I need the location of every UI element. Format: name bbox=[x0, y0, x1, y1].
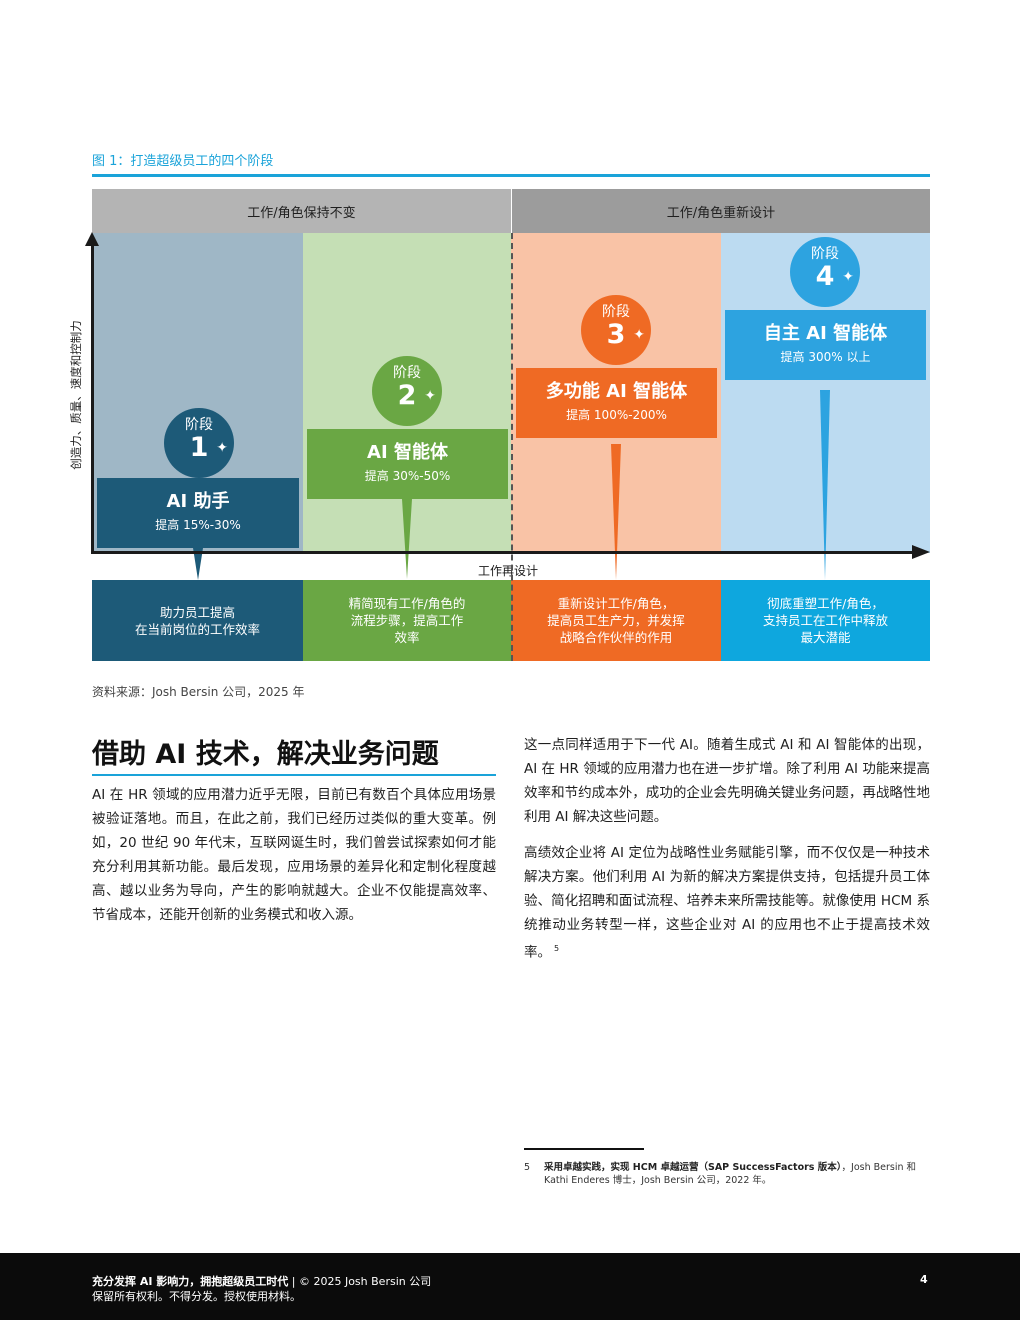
footnote-reference[interactable]: 5 bbox=[554, 944, 560, 953]
figure-title: 图 1：打造超级员工的四个阶段 bbox=[92, 154, 274, 169]
stage4-description-text: 彻底重塑工作/角色， 支持员工在工作中释放 最大潜能 bbox=[762, 596, 888, 645]
stage3-title: 多功能 AI 智能体 bbox=[545, 381, 688, 402]
stage1-number: 1 bbox=[189, 432, 209, 463]
stage3-badge-label: 阶段 bbox=[602, 304, 630, 320]
stage3-number: 3 bbox=[606, 319, 626, 350]
x-axis-arrow-icon bbox=[912, 545, 930, 559]
sparkle-icon: ✦ bbox=[842, 269, 854, 285]
footer-rights: 保留所有权利。不得分发。授权使用材料。 bbox=[92, 1290, 301, 1303]
stage4-box: 自主 AI 智能体 提高 300% 以上 bbox=[725, 310, 926, 380]
stage3-description: 重新设计工作/角色， 提高员工生产力，并发挥 战略合作伙伴的作用 bbox=[511, 580, 721, 661]
stage4-pointer bbox=[820, 390, 830, 580]
x-axis bbox=[91, 551, 913, 554]
body-paragraph-3-text: 高绩效企业将 AI 定位为战略性业务赋能引擎，而不仅仅是一种技术解决方案。他们利… bbox=[524, 845, 930, 961]
footer-copyright: | © 2025 Josh Bersin 公司 bbox=[288, 1275, 432, 1288]
stage4-number: 4 bbox=[815, 261, 835, 292]
stage1-title: AI 助手 bbox=[166, 491, 230, 512]
stage2-number: 2 bbox=[397, 380, 417, 411]
stage4-description: 彻底重塑工作/角色， 支持员工在工作中释放 最大潜能 bbox=[721, 580, 930, 661]
stage2-pointer bbox=[402, 499, 412, 579]
stage3-badge: 阶段 3 ✦ bbox=[581, 295, 651, 365]
stage4-badge: 阶段 4 ✦ bbox=[790, 237, 860, 307]
footnote-citation: ，Josh Bersin 和 Kathi Enderes 博士，Josh Ber… bbox=[544, 1162, 917, 1186]
sparkle-icon: ✦ bbox=[424, 388, 436, 404]
sparkle-icon: ✦ bbox=[216, 440, 228, 456]
stage2-badge: 阶段 2 ✦ bbox=[372, 356, 442, 426]
header-unchanged-label: 工作/角色保持不变 bbox=[247, 205, 356, 221]
stage1-improvement: 提高 15%-30% bbox=[155, 518, 241, 532]
figure-source: 资料来源：Josh Bersin 公司，2025 年 bbox=[92, 685, 305, 699]
stage1-badge-label: 阶段 bbox=[185, 417, 213, 433]
phase-divider bbox=[511, 233, 513, 661]
stage3-improvement: 提高 100%-200% bbox=[566, 408, 667, 422]
stage1-pointer bbox=[193, 548, 203, 580]
body-paragraph-1: AI 在 HR 领域的应用潜力近乎无限，目前已有数百个具体应用场景被验证落地。而… bbox=[92, 787, 496, 923]
header-redesigned: 工作/角色重新设计 bbox=[512, 189, 930, 233]
y-axis-arrow-icon bbox=[85, 232, 99, 246]
footer-title-line: 充分发挥 AI 影响力，拥抱超级员工时代 | © 2025 Josh Bersi… bbox=[92, 1273, 431, 1289]
stage3-box: 多功能 AI 智能体 提高 100%-200% bbox=[516, 368, 717, 438]
stage2-title: AI 智能体 bbox=[367, 442, 448, 463]
stage1-box: AI 助手 提高 15%-30% bbox=[97, 478, 299, 548]
stage2-description: 精简现有工作/角色的 流程步骤，提高工作 效率 bbox=[303, 580, 511, 661]
stage2-badge-label: 阶段 bbox=[393, 365, 421, 381]
footnote-text: 采用卓越实践，实现 HCM 卓越运营（SAP SuccessFactors 版本… bbox=[544, 1161, 930, 1187]
footnote-number: 5 bbox=[524, 1162, 531, 1173]
stage2-improvement: 提高 30%-50% bbox=[364, 469, 451, 483]
section-heading-rule bbox=[92, 774, 496, 776]
stage4-title: 自主 AI 智能体 bbox=[763, 323, 888, 344]
section-heading: 借助 AI 技术，解决业务问题 bbox=[92, 739, 439, 770]
header-redesigned-label: 工作/角色重新设计 bbox=[666, 205, 776, 221]
stage3-description-text: 重新设计工作/角色， 提高员工生产力，并发挥 战略合作伙伴的作用 bbox=[547, 596, 685, 645]
body-paragraph-3: 高绩效企业将 AI 定位为战略性业务赋能引擎，而不仅仅是一种技术解决方案。他们利… bbox=[524, 841, 930, 965]
stage4-badge-label: 阶段 bbox=[811, 246, 839, 262]
stage1-description-text: 助力员工提高 在当前岗位的工作效率 bbox=[134, 604, 260, 637]
header-unchanged: 工作/角色保持不变 bbox=[92, 189, 511, 233]
y-axis bbox=[91, 244, 94, 554]
figure-title-rule bbox=[92, 174, 930, 177]
stage2-box: AI 智能体 提高 30%-50% bbox=[307, 429, 508, 499]
x-axis-label: 工作再设计 bbox=[478, 564, 539, 578]
footnote: 5 采用卓越实践，实现 HCM 卓越运营（SAP SuccessFactors … bbox=[524, 1161, 930, 1187]
footer-doc-title: 充分发挥 AI 影响力，拥抱超级员工时代 bbox=[92, 1275, 289, 1288]
body-paragraph-2: 这一点同样适用于下一代 AI。随着生成式 AI 和 AI 智能体的出现，AI 在… bbox=[524, 737, 930, 825]
y-axis-label: 创造力、质量、速度和控制力 bbox=[69, 320, 83, 470]
page-footer: 充分发挥 AI 影响力，拥抱超级员工时代 | © 2025 Josh Bersi… bbox=[0, 1253, 1020, 1320]
stage4-improvement: 提高 300% 以上 bbox=[780, 350, 871, 364]
page-number: 4 bbox=[920, 1273, 928, 1286]
stage1-badge: 阶段 1 ✦ bbox=[164, 408, 234, 478]
stage2-description-text: 精简现有工作/角色的 流程步骤，提高工作 效率 bbox=[348, 596, 466, 645]
footnote-rule bbox=[524, 1148, 644, 1150]
stage3-pointer bbox=[611, 444, 621, 580]
stage1-description: 助力员工提高 在当前岗位的工作效率 bbox=[92, 580, 303, 661]
footnote-title: 采用卓越实践，实现 HCM 卓越运营（SAP SuccessFactors 版本… bbox=[544, 1162, 842, 1173]
sparkle-icon: ✦ bbox=[633, 327, 645, 343]
